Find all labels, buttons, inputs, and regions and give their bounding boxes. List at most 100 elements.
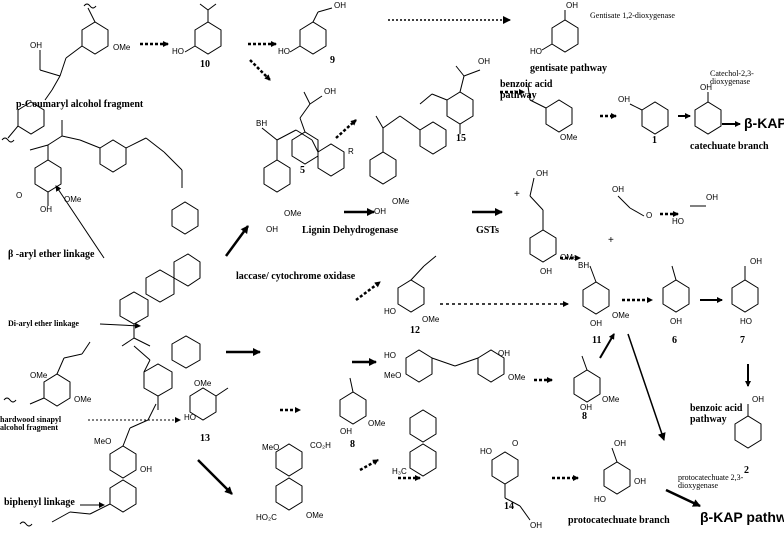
protocatechuate-dioxygenase-label: protocatechuate 2,3-dioxygenase bbox=[678, 473, 744, 491]
atom-ho-10: HO bbox=[172, 47, 184, 56]
atom-oh-aryl-ether: OH bbox=[40, 205, 52, 214]
atom-ome-biphenyl: OMe bbox=[306, 511, 324, 520]
keto-intermediate-structure bbox=[369, 115, 447, 185]
compound-11-structure bbox=[582, 265, 610, 315]
compound-2-label: 2 bbox=[744, 465, 749, 476]
laccase-label: laccase/ cytochrome oxidase bbox=[236, 271, 356, 282]
glycolaldehyde-structure bbox=[617, 195, 645, 217]
biphenyl-linkage-label: biphenyl linkage bbox=[4, 497, 75, 508]
arrow-to-biphenyl-product bbox=[197, 459, 233, 495]
diaryl-ether-label: Di-aryl ether linkage bbox=[8, 319, 79, 328]
catechol-structure bbox=[694, 92, 722, 135]
atom-oh-protocatechuate-ring: OH bbox=[634, 477, 646, 486]
atom-o-glycol: O bbox=[646, 211, 653, 220]
methylbiphenyl-structure bbox=[409, 409, 437, 477]
atom-oh-stilbene: OH bbox=[498, 349, 510, 358]
atom-oh-coumaryl: OH bbox=[30, 41, 42, 50]
atom-oh-gst-ring: OH bbox=[540, 267, 552, 276]
atom-oh-11: OH bbox=[590, 319, 602, 328]
compound-8-right-structure bbox=[573, 355, 601, 403]
gsts-label: GSTs bbox=[476, 225, 499, 236]
coumaryl-fragment-label: p-Coumaryl alcohol fragment bbox=[16, 99, 144, 110]
atom-oh-biphenyl-linkage: OH bbox=[140, 465, 152, 474]
atom-oh-2: OH bbox=[752, 395, 764, 404]
arrow-bkap-pointer bbox=[55, 185, 105, 259]
middle-lignin-dimer-structure bbox=[133, 335, 201, 410]
arrow-laccase bbox=[224, 225, 250, 257]
coumaryl-fragment-structure bbox=[1, 3, 109, 143]
atom-bh-11: BH bbox=[578, 261, 590, 270]
sinapyl-fragment-structure bbox=[3, 341, 91, 407]
arrow-to-15 bbox=[335, 119, 357, 139]
atom-oh-1: OH bbox=[618, 95, 630, 104]
compound-7-label: 7 bbox=[740, 335, 745, 346]
gentisate-dioxygenase-label: Gentisate 1,2-dioxygenase bbox=[590, 11, 675, 20]
compound-13-structure bbox=[189, 387, 229, 421]
atom-ome-8-right: OMe bbox=[602, 395, 620, 404]
benzoic-acid-pathway-top-label: benzoic acid pathway bbox=[500, 79, 553, 101]
arylglycerol-intermediate-structure bbox=[261, 127, 345, 193]
guaiacol-ring-structure bbox=[527, 85, 573, 133]
atom-ome-sinapyl-2: OMe bbox=[74, 395, 92, 404]
arrow-biphenyl-to-methyl bbox=[359, 458, 379, 472]
compound-9-structure bbox=[289, 7, 333, 55]
atom-oh-glycol: OH bbox=[612, 185, 624, 194]
bkap-top-label: β-KAP bbox=[744, 115, 784, 131]
atom-meo-biphenyl: MeO bbox=[262, 443, 280, 452]
atom-oh-14: OH bbox=[530, 521, 542, 530]
beta-aryl-ether-structure bbox=[29, 120, 201, 347]
atom-meo-stilbene: MeO bbox=[384, 371, 402, 380]
atom-oh-9: OH bbox=[334, 1, 346, 10]
compound-12-structure bbox=[397, 255, 437, 313]
stilbene-structure bbox=[405, 349, 505, 383]
compound-14-label: 14 bbox=[504, 501, 514, 512]
atom-o-aryl-ether: O bbox=[16, 191, 23, 200]
atom-ome-keto: OMe bbox=[392, 197, 410, 206]
compound-5-label: 5 bbox=[300, 165, 305, 176]
atom-oh-oxalate: OH bbox=[706, 193, 718, 202]
atom-ome-8-bottom: OMe bbox=[368, 419, 386, 428]
compound-8-bottom-label: 8 bbox=[350, 439, 355, 450]
atom-oh-5: OH bbox=[324, 87, 336, 96]
atom-oh-8-right: OH bbox=[580, 403, 592, 412]
catechol-dioxygenase-label: Catechol-2,3-dioxygenase bbox=[710, 69, 754, 87]
compound-8-right-label: 8 bbox=[582, 411, 587, 422]
compound-9-label: 9 bbox=[330, 55, 335, 66]
plus-sign-glycol: + bbox=[608, 235, 614, 246]
compound-6-label: 6 bbox=[672, 335, 677, 346]
atom-ho-14: HO bbox=[480, 447, 492, 456]
arrow-protocatechuate-to-bkap bbox=[665, 488, 701, 508]
atom-ho2c-biphenyl: HO₂C bbox=[256, 513, 277, 522]
compound-13-label: 13 bbox=[200, 433, 210, 444]
atom-oh-7: OH bbox=[750, 257, 762, 266]
atom-ho-stilbene: HO bbox=[384, 351, 396, 360]
arrow-8-to-11 bbox=[599, 333, 615, 359]
biphenyl-product-structure bbox=[275, 443, 303, 511]
atom-ome-12: OMe bbox=[422, 315, 440, 324]
atom-ome-11: OMe bbox=[612, 311, 630, 320]
atom-co2h-biphenyl: CO₂H bbox=[310, 441, 331, 450]
atom-ome-coumaryl: OMe bbox=[113, 43, 131, 52]
atom-oh-15: OH bbox=[478, 57, 490, 66]
benzoic-acid-pathway-right-label: benzoic acid pathway bbox=[690, 403, 743, 425]
atom-meo-biphenyl-linkage: MeO bbox=[94, 437, 112, 446]
aryl-ether-label: β -aryl ether linkage bbox=[8, 249, 95, 260]
gentisate-structure bbox=[541, 10, 579, 53]
atom-ome-sinapyl: OMe bbox=[30, 371, 48, 380]
atom-ome-aryl-ether: OMe bbox=[64, 195, 82, 204]
atom-oh-gst: OH bbox=[536, 169, 548, 178]
compound-15-structure bbox=[419, 65, 481, 134]
atom-oh-arylglycerol: OH bbox=[266, 225, 278, 234]
atom-ho-oxalate: HO bbox=[672, 217, 684, 226]
compound-15-label: 15 bbox=[456, 133, 466, 144]
plus-sign-gst: + bbox=[514, 189, 520, 200]
compound-1-label: 1 bbox=[652, 135, 657, 146]
atom-ome-13: OMe bbox=[194, 379, 212, 388]
compound-1-structure bbox=[629, 101, 669, 135]
atom-ome-gst: OMe bbox=[560, 253, 578, 262]
atom-oh-keto: OH bbox=[374, 207, 386, 216]
atom-ome-arylglycerol: OMe bbox=[284, 209, 302, 218]
atom-oh-6: OH bbox=[670, 317, 682, 326]
compound-14-structure bbox=[491, 451, 531, 521]
